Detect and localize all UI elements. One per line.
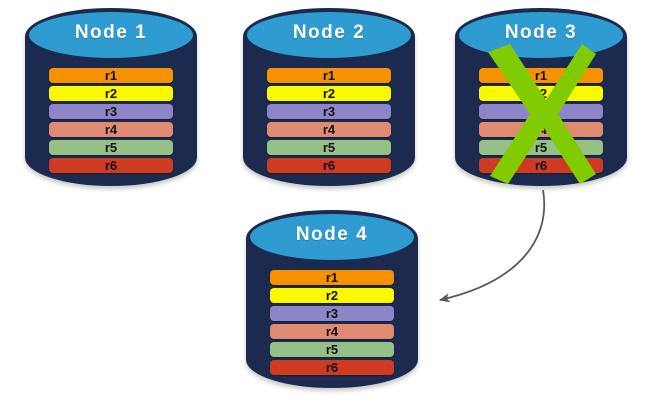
node-2-row-r4[interactable]: r4 — [267, 122, 391, 137]
node-3-row-r6[interactable]: r6 — [479, 158, 603, 173]
node-3-row-list: r1 r2 r3 r4 r5 r6 — [479, 68, 603, 173]
node-2-row-r6[interactable]: r6 — [267, 158, 391, 173]
node-1-row-list: r1 r2 r3 r4 r5 r6 — [49, 68, 173, 173]
node-4-cylinder-top — [247, 211, 417, 263]
node-4[interactable]: Node 4 r1 r2 r3 r4 r5 r6 — [246, 210, 418, 388]
node-1-row-r6[interactable]: r6 — [49, 158, 173, 173]
node-1-row-r3[interactable]: r3 — [49, 104, 173, 119]
node-1[interactable]: Node 1 r1 r2 r3 r4 r5 r6 — [25, 8, 197, 186]
node-2-row-r2[interactable]: r2 — [267, 86, 391, 101]
node-4-row-r5[interactable]: r5 — [270, 342, 394, 357]
node-4-row-r2[interactable]: r2 — [270, 288, 394, 303]
node-1-row-r4[interactable]: r4 — [49, 122, 173, 137]
node-2-cylinder-top — [244, 9, 414, 61]
node-3-row-r5[interactable]: r5 — [479, 140, 603, 155]
node-3-row-r3[interactable]: r3 — [479, 104, 603, 119]
node-3-cylinder-top — [456, 9, 626, 61]
node-4-row-list: r1 r2 r3 r4 r5 r6 — [270, 270, 394, 375]
node-3-row-r2[interactable]: r2 — [479, 86, 603, 101]
node-4-row-r4[interactable]: r4 — [270, 324, 394, 339]
node-2-row-r3[interactable]: r3 — [267, 104, 391, 119]
node-1-row-r1[interactable]: r1 — [49, 68, 173, 83]
node-3[interactable]: Node 3 r1 r2 r3 r4 r5 r6 — [455, 8, 627, 186]
node-2-row-r5[interactable]: r5 — [267, 140, 391, 155]
node-3-row-r4[interactable]: r4 — [479, 122, 603, 137]
node-2-row-r1[interactable]: r1 — [267, 68, 391, 83]
node-2[interactable]: Node 2 r1 r2 r3 r4 r5 r6 — [243, 8, 415, 186]
node-1-row-r2[interactable]: r2 — [49, 86, 173, 101]
node-4-row-r6[interactable]: r6 — [270, 360, 394, 375]
node-1-row-r5[interactable]: r5 — [49, 140, 173, 155]
node-2-row-list: r1 r2 r3 r4 r5 r6 — [267, 68, 391, 173]
node-4-row-r3[interactable]: r3 — [270, 306, 394, 321]
node-1-cylinder-top — [26, 9, 196, 61]
node-4-row-r1[interactable]: r1 — [270, 270, 394, 285]
node-3-row-r1[interactable]: r1 — [479, 68, 603, 83]
